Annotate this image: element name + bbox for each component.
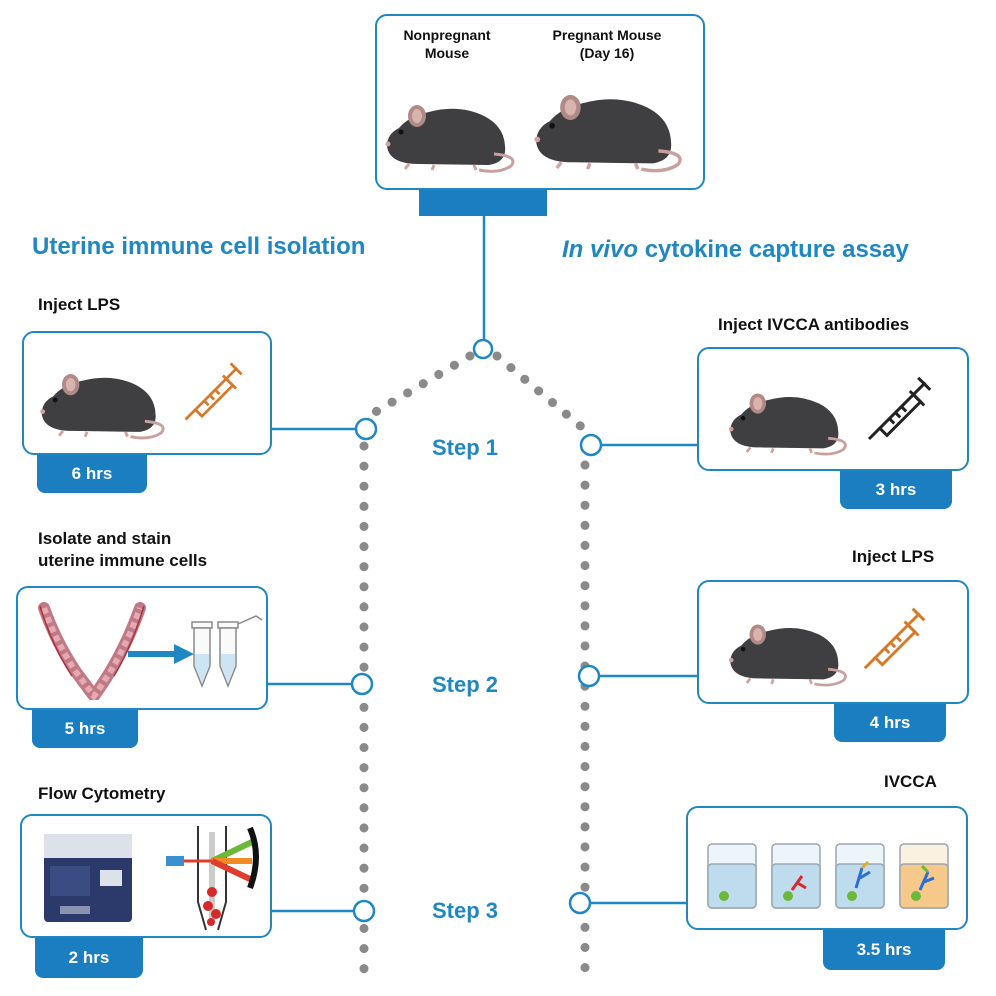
- left-section-title: Uterine immune cell isolation: [32, 233, 366, 260]
- mouse-icon: [34, 363, 169, 441]
- right-step1-duration: 3 hrs: [840, 471, 952, 509]
- mouse-icon: [723, 383, 851, 457]
- top-panel-base: [419, 190, 547, 216]
- right-branch-dots: [492, 351, 595, 439]
- right-step1-panel: [697, 347, 969, 471]
- right-step2-label: Inject LPS: [852, 547, 935, 566]
- right-step1-label: Inject IVCCA antibodies: [718, 315, 910, 334]
- step-1-label: Step 1: [432, 435, 499, 460]
- left-step3-label: Flow Cytometry: [38, 784, 166, 803]
- junction-node: [472, 338, 494, 360]
- syringe-icon: [180, 359, 246, 425]
- left-step2-label: Isolate and stain uterine immune cells: [38, 529, 208, 571]
- left-step2-duration: 5 hrs: [32, 710, 138, 748]
- arrow-icon: [128, 644, 194, 664]
- flow-cell-icon: [166, 826, 259, 931]
- left-step1-label: Inject LPS: [38, 295, 121, 314]
- right-step3-panel: [686, 806, 968, 930]
- right-step2-duration: 4 hrs: [834, 704, 946, 742]
- syringe-icon: [859, 604, 929, 674]
- left-step3-duration: 2 hrs: [35, 938, 143, 978]
- flow-cytometer-icon: [44, 834, 132, 922]
- right-step3-label: IVCCA: [884, 772, 937, 791]
- right-step3-duration: 3.5 hrs: [823, 930, 945, 970]
- left-step2-node: [350, 672, 374, 696]
- pregnant-mouse-icon: [527, 78, 687, 178]
- left-step3-panel: [20, 814, 272, 938]
- pregnant-label: Pregnant Mouse (Day 16): [552, 27, 662, 62]
- left-step1-node: [354, 417, 378, 441]
- tube-icon: [191, 615, 263, 689]
- right-step1-node: [579, 433, 603, 457]
- nonpregnant-label: Nonpregnant Mouse: [403, 27, 491, 62]
- mouse-icon: [723, 614, 851, 688]
- left-step1-duration: 6 hrs: [37, 455, 147, 493]
- nonpregnant-mouse-icon: [379, 94, 519, 174]
- syringe-icon: [863, 373, 935, 445]
- right-step2-panel: [697, 580, 969, 704]
- uterus-icon: [38, 602, 146, 700]
- right-step3-node: [568, 891, 592, 915]
- step-3-label: Step 3: [432, 898, 499, 923]
- left-step1-panel: [22, 331, 272, 455]
- beaker-icon: [707, 843, 949, 909]
- step-2-label: Step 2: [432, 672, 499, 697]
- right-section-title: In vivo cytokine capture assay: [562, 236, 909, 263]
- left-step2-panel: [16, 586, 268, 710]
- mouse-models-panel: Nonpregnant Mouse Pregnant Mouse (Day 16…: [375, 14, 705, 190]
- left-branch-dots: [367, 351, 475, 419]
- left-step3-node: [352, 899, 376, 923]
- right-step2-node: [577, 664, 601, 688]
